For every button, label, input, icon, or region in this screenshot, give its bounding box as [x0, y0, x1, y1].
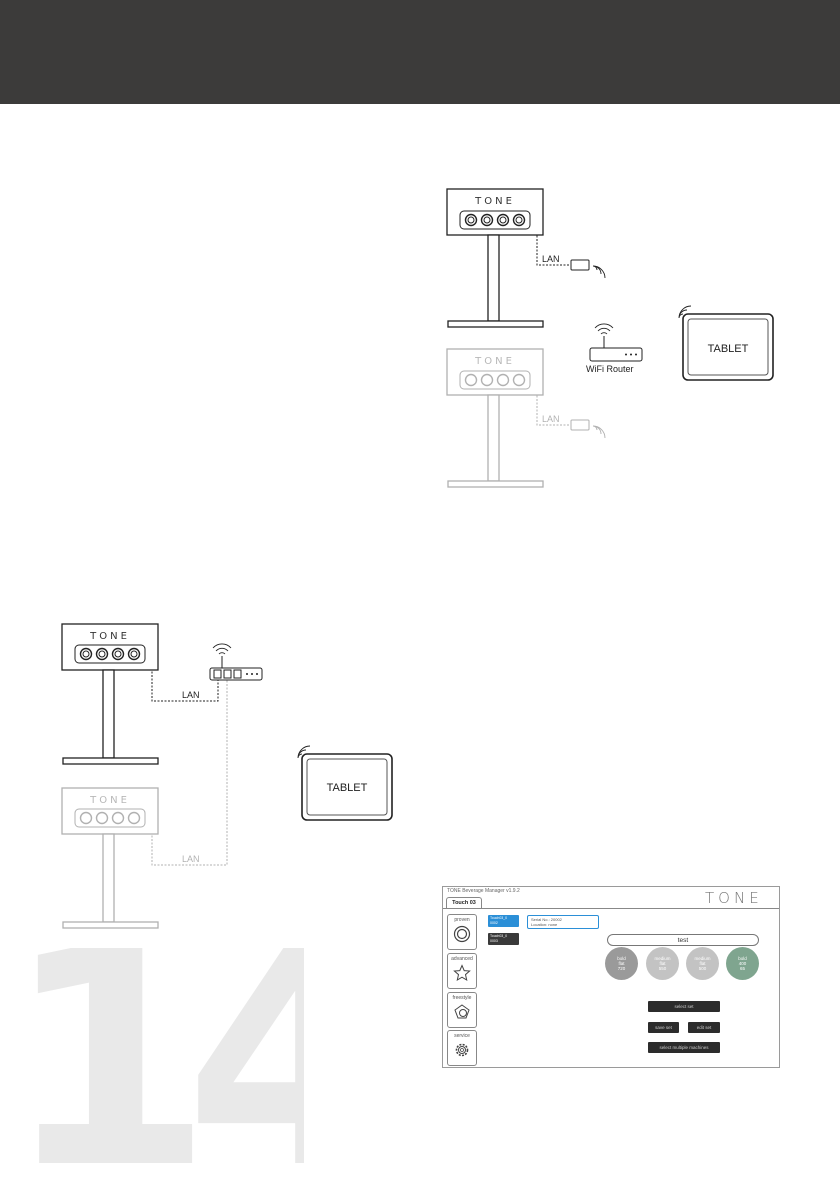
mode-label: advanced — [451, 956, 473, 962]
drink-line: flat — [699, 961, 706, 966]
set-name-field[interactable]: test — [607, 934, 759, 946]
tab-touch-03[interactable]: Touch 03 — [446, 897, 482, 909]
machine-id: 0002 — [490, 920, 498, 925]
save-set-button[interactable]: save set — [648, 1022, 679, 1033]
lan-label: LAN — [182, 854, 200, 864]
machine-chip-selected[interactable]: Touch03_0 0002 — [488, 915, 519, 927]
app-logo: TONE — [705, 889, 763, 907]
beverage-manager-screenshot: TONE Beverage Manager v1.9.2 TONE Touch … — [442, 886, 780, 1068]
drink-line: medium — [694, 956, 711, 961]
drink-line: flat — [659, 961, 666, 966]
device-brand-label: TONE — [89, 795, 130, 806]
header-bar — [0, 0, 840, 104]
drink-line: medium — [654, 956, 671, 961]
app-title: TONE Beverage Manager v1.9.2 — [447, 888, 520, 894]
machine-name: Touch03_0 — [490, 934, 508, 938]
mode-label: proven — [454, 917, 470, 923]
select-set-button[interactable]: select set — [648, 1001, 720, 1012]
lan-label: LAN — [542, 414, 560, 424]
gear-icon — [455, 1043, 469, 1057]
mode-button-advanced[interactable]: advanced — [447, 953, 477, 989]
circle-icon — [453, 925, 471, 943]
page-number: 14 — [4, 948, 304, 1192]
lan-label: LAN — [182, 690, 200, 700]
drink-line: 500 — [698, 966, 707, 971]
machine-name: Touch03_0 — [490, 916, 508, 920]
freestyle-icon — [454, 1004, 470, 1019]
machine-chip[interactable]: Touch03_0 0003 — [488, 933, 519, 945]
drink-line: 400 — [738, 961, 747, 966]
device-brand-label: TONE — [89, 631, 130, 642]
serial-number: Serial No.: 20002 — [531, 917, 562, 922]
router-label: WiFi Router — [586, 364, 634, 374]
drink-line: 720 — [617, 966, 626, 971]
mode-button-service[interactable]: service — [447, 1030, 477, 1066]
tablet-label: TABLET — [327, 782, 368, 794]
drink-line: 550 — [658, 966, 667, 971]
machine-info-box: Serial No.: 20002 Location: none — [527, 915, 599, 929]
wifi-setup-diagram: TONE LAN WiFi Router TABLET TONE LAN — [446, 188, 774, 488]
machine-id: 0003 — [490, 938, 498, 943]
device-brand-label: TONE — [474, 356, 515, 367]
tablet-label: TABLET — [708, 343, 749, 355]
mode-label: service — [454, 1033, 470, 1039]
drink-line: 65 — [739, 966, 745, 971]
edit-set-button[interactable]: edit set — [688, 1022, 720, 1033]
tab-divider — [443, 908, 779, 909]
mode-button-freestyle[interactable]: freestyle — [447, 992, 477, 1028]
mode-button-proven[interactable]: proven — [447, 914, 477, 950]
location: Location: none — [531, 922, 558, 927]
drink-line: bold — [738, 956, 747, 961]
select-multiple-machines-button[interactable]: select multiple machines — [648, 1042, 720, 1053]
star-icon — [453, 964, 471, 982]
device-brand-label: TONE — [474, 196, 515, 207]
lan-setup-diagram: TONE LAN TABLET TONE LAN — [61, 623, 393, 929]
lan-label: LAN — [542, 254, 560, 264]
page-number-text: 14 — [4, 948, 304, 1192]
drink-line: bold — [617, 956, 626, 961]
mode-label: freestyle — [452, 995, 472, 1001]
drink-line: flat — [618, 961, 625, 966]
